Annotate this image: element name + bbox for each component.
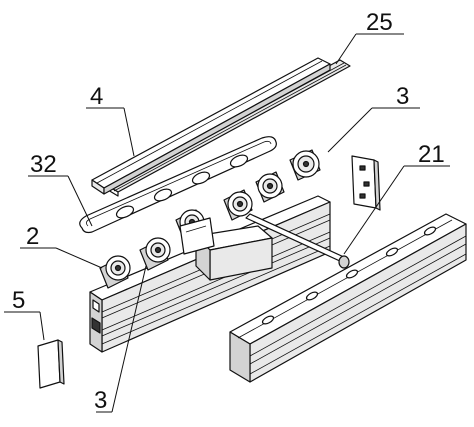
part-25-cover-strip — [107, 59, 351, 197]
bracket-plate-right — [351, 155, 381, 211]
label-3-bottom: 3 — [94, 387, 107, 414]
label-5: 5 — [12, 287, 25, 314]
label-4: 4 — [90, 83, 103, 110]
label-21: 21 — [418, 141, 445, 168]
part-21-bottom-rail — [229, 213, 467, 383]
roller-2 — [139, 237, 171, 271]
part-4-long-strip — [91, 57, 331, 195]
part-5-end-plate — [37, 339, 65, 389]
callout-labels: 25 4 3 32 21 2 5 3 — [12, 9, 445, 414]
label-25: 25 — [366, 9, 393, 36]
drive-block — [179, 217, 273, 281]
label-3-top: 3 — [396, 83, 409, 110]
part-32-belt — [79, 136, 277, 234]
leader-lines — [4, 33, 450, 413]
label-32: 32 — [30, 151, 57, 178]
roller-group-lower — [99, 149, 321, 289]
label-2: 2 — [26, 223, 39, 250]
drive-rod — [245, 213, 350, 269]
roller-4 — [223, 189, 253, 221]
roller-1 — [99, 255, 131, 289]
roller-5 — [255, 171, 285, 203]
roller-6 — [289, 149, 321, 181]
